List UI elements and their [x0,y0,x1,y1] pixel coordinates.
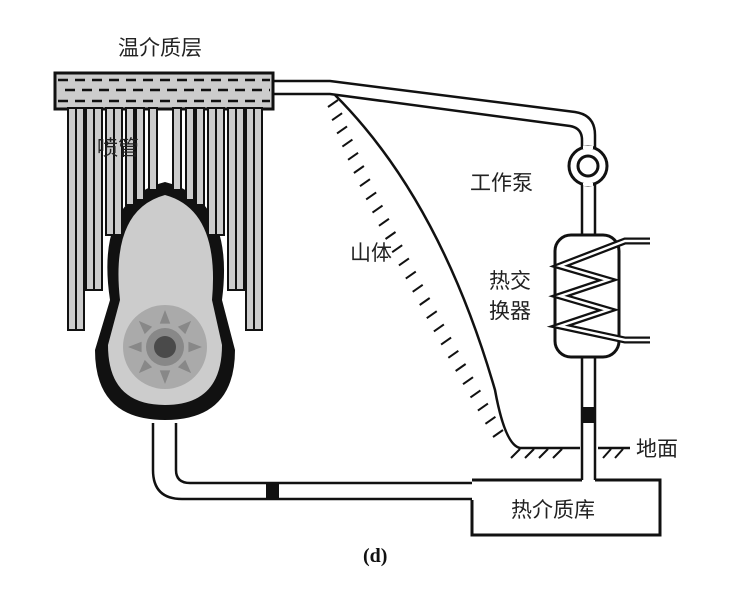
hatch-mark [391,244,403,254]
spray-pipe [195,107,205,206]
core-spike [138,320,153,335]
label-work-pump: 工作泵 [470,171,533,195]
hatch-mark [440,336,452,346]
hatch-mark [371,204,384,214]
hatch-mark [455,363,467,372]
spray-pipe [113,107,123,236]
spray-pipe [207,107,217,236]
hatch-mark [524,448,535,459]
warm-medium-layer-tank [53,71,275,111]
label-heat-medium-storage: 热介质库 [511,498,595,522]
hatch-mark [462,376,474,386]
core-spike [138,359,153,374]
spray-pipe [148,107,158,191]
valve-right [582,407,595,423]
spray-pipe [215,107,225,236]
hatch-mark [484,415,497,425]
label-ground: 地面 [636,437,678,461]
core-spike [159,370,171,384]
spray-pipe [135,107,145,201]
core-spike [159,310,171,324]
work-pump [567,145,609,187]
hatch-mark [492,429,504,438]
hatch-mark [426,310,438,320]
hatch-mark [398,257,410,267]
hatch-mark [469,389,482,399]
label-warm-medium-layer: 温介质层 [118,36,202,60]
spray-pipe [172,107,182,191]
hatch-mark [331,112,343,122]
spray-pipe [105,107,115,236]
label-heat-exchanger-1: 热交 [489,269,531,293]
hatch-mark [447,349,459,359]
spray-pipe [185,107,195,201]
label-mountain: 山体 [350,241,392,265]
spray-pipe [85,107,95,291]
spray-pipes [67,107,263,331]
spray-pipe [235,107,245,291]
hatch-mark [347,151,359,161]
core-spike [128,341,142,353]
hatch-mark [336,125,348,135]
hatch-mark [353,165,365,174]
hatch-mark [538,448,549,459]
hatch-mark [510,448,521,459]
hatch-mark [412,283,424,293]
return-pipe [151,423,472,501]
hatch-mark [405,270,417,280]
core-spike [177,320,192,335]
hatch-mark [327,99,339,108]
hatch-mark [384,231,397,240]
reactor-core [123,305,207,389]
outlet-pipe [273,79,597,148]
spray-pipe [67,107,77,331]
hatch-mark [365,191,377,201]
heat-exchanger [546,233,650,359]
heat-medium-storage [470,478,662,537]
hatch-mark [477,402,489,412]
hatch-mark [359,178,371,188]
figure-caption: (d) [363,545,387,567]
hatch-mark [378,217,390,227]
hatch-mark [341,138,353,148]
hatch-mark [433,323,445,333]
hatch-mark [552,448,563,459]
spray-pipe [253,107,263,331]
spray-pipe [125,107,135,206]
ground-line [598,446,630,459]
spray-pipe [245,107,255,331]
mountain-slope [327,94,580,459]
label-heat-exchanger-2: 换器 [489,299,531,323]
spray-pipe [93,107,103,291]
core-spike [188,341,202,353]
valve-bottom [266,483,279,499]
hatch-mark [419,297,431,306]
label-spray-pipes: 喷管 [97,136,139,160]
core-spike [177,359,192,374]
spray-pipe [75,107,85,331]
spray-pipe [227,107,237,291]
